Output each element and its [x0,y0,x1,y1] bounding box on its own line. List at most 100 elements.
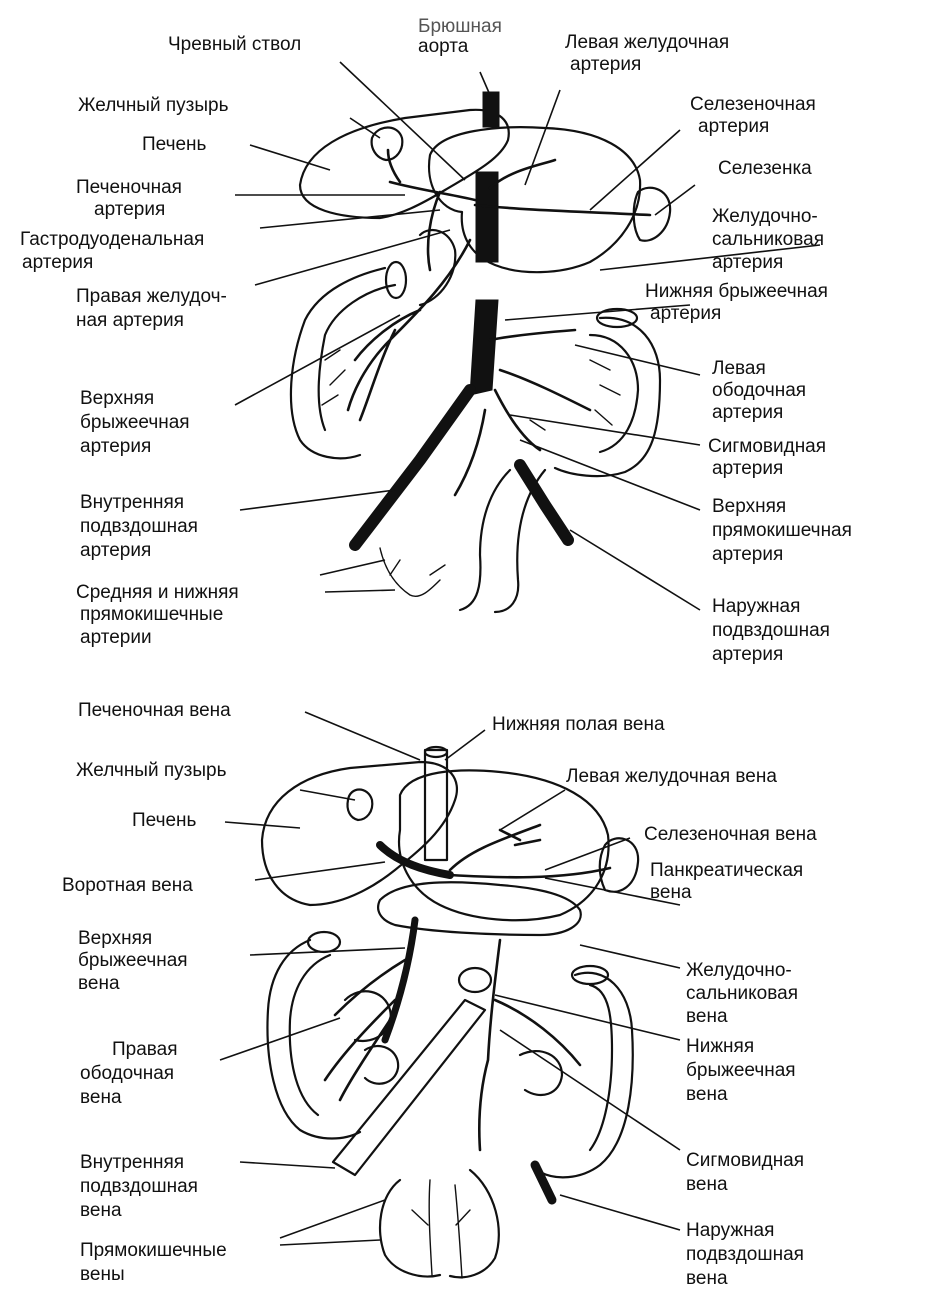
stomach-bottom [399,770,609,920]
label-abdominal-aorta-2: аорта [418,36,469,57]
rectal-arteries-twigs [380,548,445,596]
label-inferior-mesenteric-vein-2: брыжеечная [686,1060,796,1081]
abdominal-aorta-upper [483,92,499,127]
descending-colon-inner-bottom [590,985,612,1150]
label-left-colic-artery-2: ободочная [712,380,806,401]
label-internal-iliac-artery-3: артерия [80,540,151,561]
label-hepatic-artery-1: Печеночная [76,177,182,198]
label-splenic-vein: Селезеночная вена [644,824,817,845]
rectum-top [460,470,510,610]
celiac-branches [388,150,650,270]
label-external-iliac-vein-3: вена [686,1268,728,1289]
label-portal-vein: Воротная вена [62,875,193,896]
label-left-colic-artery-3: артерия [712,402,783,423]
label-spleen: Селезенка [718,158,812,179]
label-internal-iliac-vein-1: Внутренняя [80,1152,184,1173]
label-right-colic-vein-3: вена [80,1087,122,1108]
internal-iliac-vein [333,1000,485,1175]
internal-iliac-artery [355,390,470,545]
pancreas-bottom [378,882,581,935]
label-right-colic-vein-2: ободочная [80,1063,174,1084]
label-liver-top: Печень [142,134,207,155]
label-inferior-vena-cava: Нижняя полая вена [492,714,665,735]
descending-colon-bottom [540,973,633,1178]
colon-cut-left-bottom [308,932,340,952]
label-superior-mesenteric-vein-1: Верхняя [78,928,152,949]
label-gastroepiploic-vein-3: вена [686,1006,728,1027]
label-right-colic-vein-1: Правая [112,1039,178,1060]
label-abdominal-aorta-1: Брюшная [418,16,502,37]
descending-colon-top [555,318,660,476]
gallbladder-bottom [347,790,372,821]
label-left-gastric-artery-2: артерия [570,54,641,75]
label-right-gastric-artery-1: Правая желудоч- [76,286,227,307]
label-rectal-arteries-2: прямокишечные [80,604,223,625]
label-internal-iliac-artery-2: подвздошная [80,516,198,537]
label-rectal-arteries-1: Средняя и нижняя [76,582,239,603]
superior-mesenteric-artery [348,240,470,420]
label-superior-rectal-artery-1: Верхняя [712,496,786,517]
external-iliac-vein [535,1165,552,1200]
stomach-top [429,127,640,272]
label-rectal-arteries-3: артерии [80,627,152,648]
venous-diagram: Печеночная вена Нижняя полая вена Желчны… [62,700,817,1289]
label-internal-iliac-vein-2: подвздошная [80,1176,198,1197]
rectum-bottom [380,1170,499,1277]
label-sigmoid-vein-1: Сигмовидная [686,1150,804,1171]
label-external-iliac-vein-1: Наружная [686,1220,774,1241]
label-inferior-mesenteric-vein-3: вена [686,1084,728,1105]
label-sigmoid-artery-1: Сигмовидная [708,436,826,457]
label-inferior-mesenteric-artery-2: артерия [650,303,721,324]
label-sigmoid-artery-2: артерия [712,458,783,479]
label-superior-mesenteric-vein-3: вена [78,973,120,994]
label-gallbladder-top: Желчный пузырь [78,95,229,116]
label-hepatic-vein: Печеночная вена [78,700,231,721]
label-gastroepiploic-artery-3: артерия [712,252,783,273]
label-gallbladder-bottom: Желчный пузырь [76,760,227,781]
duodenum-cut [459,968,491,992]
label-gastroepiploic-vein-2: сальниковая [686,983,798,1004]
label-gastroepiploic-vein-1: Желудочно- [686,960,792,981]
label-internal-iliac-vein-3: вена [80,1200,122,1221]
inferior-mesenteric-vein [479,940,580,1150]
label-internal-iliac-artery-1: Внутренняя [80,492,184,513]
label-celiac-trunk: Чревный ствол [168,34,301,55]
ascending-colon-inner-bottom [290,955,330,1115]
rectal-veins-twigs [412,1180,470,1278]
label-inferior-mesenteric-artery-1: Нижняя брыжеечная [645,281,828,302]
label-external-iliac-artery-3: артерия [712,644,783,665]
label-superior-mesenteric-artery-2: брыжеечная [80,412,190,433]
label-gastroepiploic-artery-1: Желудочно- [712,206,818,227]
label-external-iliac-artery-2: подвздошная [712,620,830,641]
label-rectal-veins-2: вены [80,1264,125,1285]
label-liver-bottom: Печень [132,810,197,831]
label-splenic-artery-1: Селезеночная [690,94,816,115]
gallbladder-top [372,128,403,161]
label-splenic-artery-2: артерия [698,116,769,137]
label-external-iliac-vein-2: подвздошная [686,1244,804,1265]
label-gastroduodenal-artery-2: артерия [22,252,93,273]
label-pancreatic-vein-1: Панкреатическая [650,860,803,881]
label-inferior-mesenteric-vein-1: Нижняя [686,1036,754,1057]
label-rectal-veins-1: Прямокишечные [80,1240,227,1261]
label-gastroduodenal-artery-1: Гастродуоденальная [20,229,204,250]
colon-cut-left-top [386,262,406,298]
label-left-gastric-artery-1: Левая желудочная [565,32,729,53]
splenic-vein [450,825,610,877]
small-intestine-loops [345,991,562,1095]
label-gastroepiploic-artery-2: сальниковая [712,229,824,250]
label-superior-mesenteric-artery-1: Верхняя [80,388,154,409]
ivc-cut [425,747,447,757]
label-left-gastric-vein: Левая желудочная вена [566,766,777,787]
label-left-colic-artery-1: Левая [712,358,766,379]
arterial-diagram: Брюшная аорта Чревный ствол Левая желудо… [20,16,852,665]
label-pancreatic-vein-2: вена [650,882,692,903]
label-hepatic-artery-2: артерия [94,199,165,220]
label-right-gastric-artery-2: ная артерия [76,310,184,331]
aorta-lower [470,300,498,395]
label-superior-mesenteric-artery-3: артерия [80,436,151,457]
pancreas-top [420,230,455,305]
label-external-iliac-artery-1: Наружная [712,596,800,617]
label-superior-rectal-artery-3: артерия [712,544,783,565]
